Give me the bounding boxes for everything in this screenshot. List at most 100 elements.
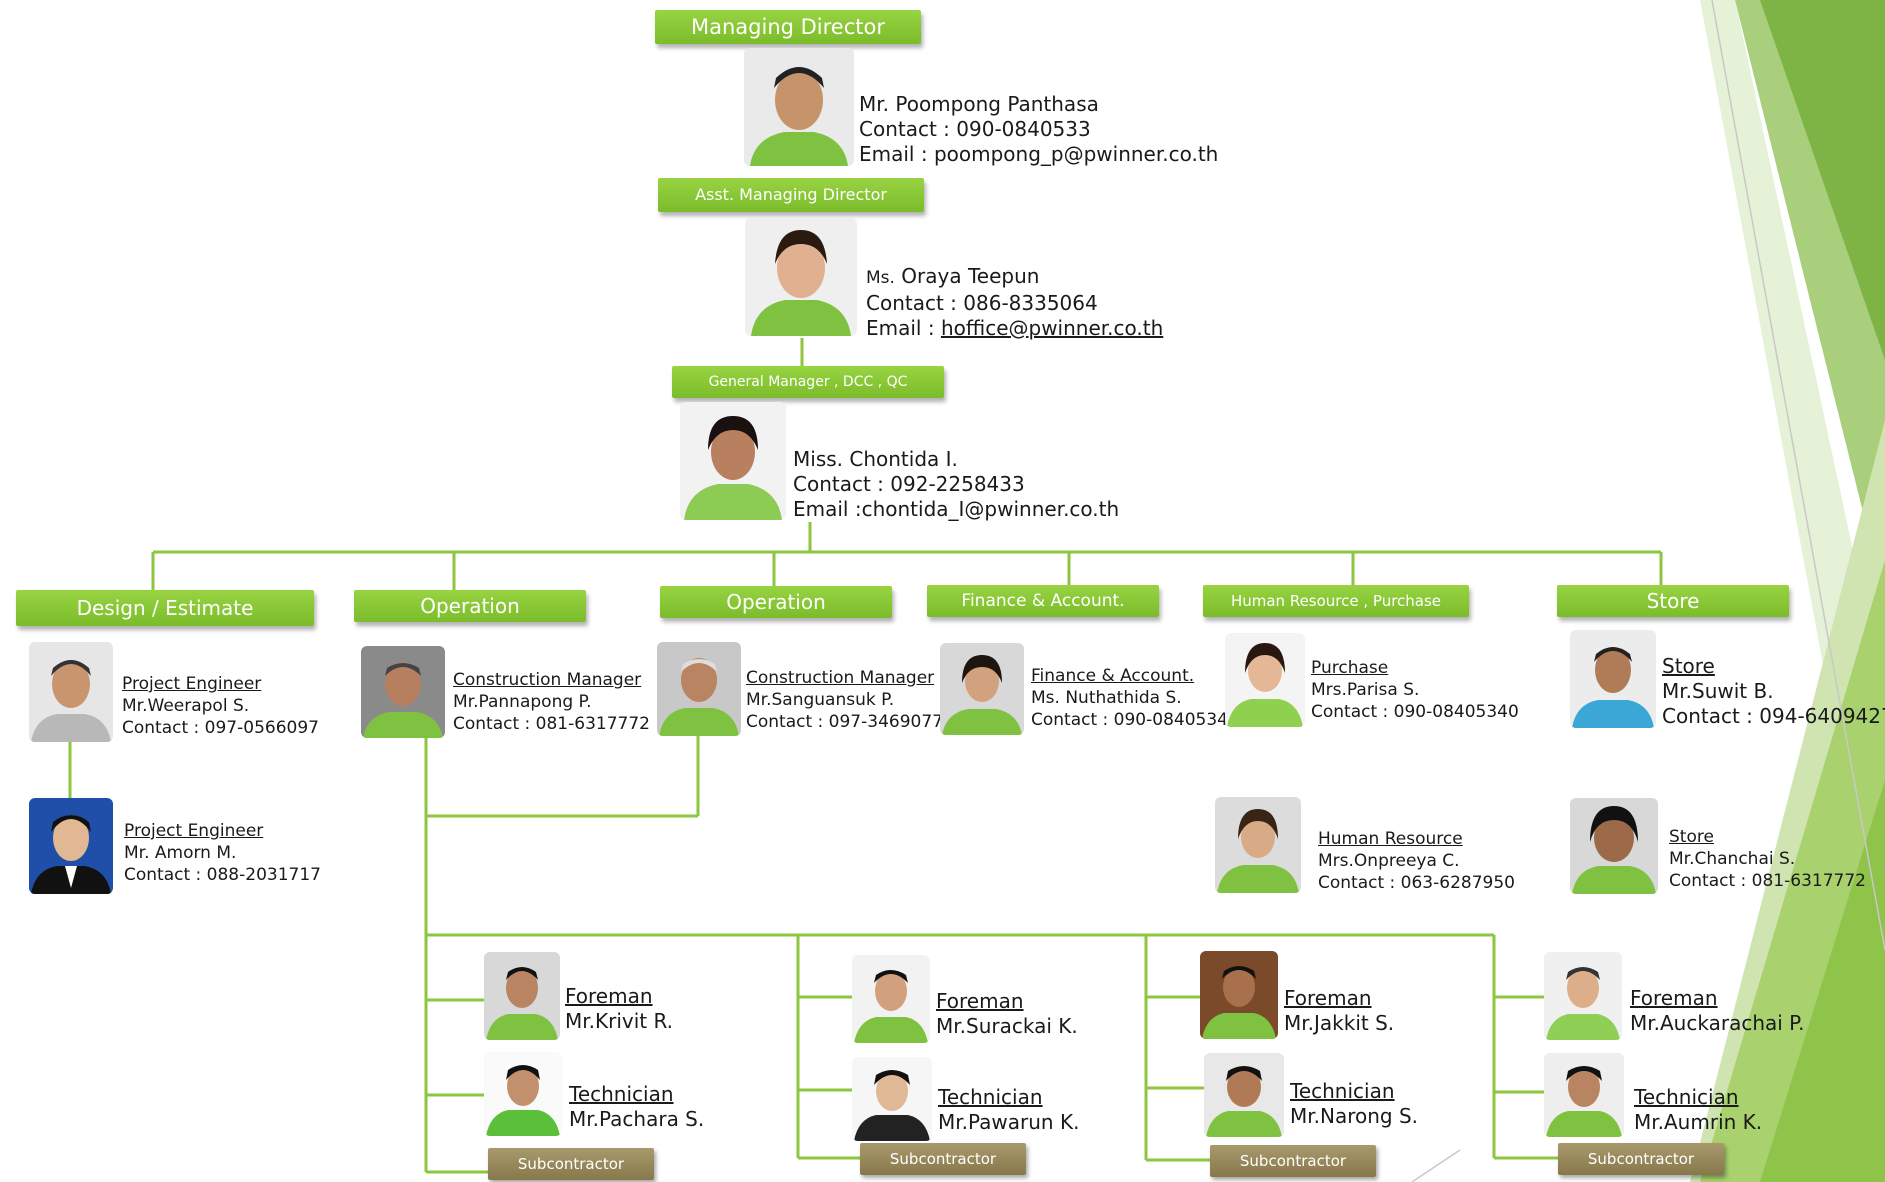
technician-name: Mr.Pawarun K. bbox=[938, 1110, 1080, 1134]
member-info: Construction Manager Mr.Pannapong P. Con… bbox=[453, 669, 650, 735]
member-info: Construction Manager Mr.Sanguansuk P. Co… bbox=[746, 667, 943, 733]
member-contact: Contact : 081-6317772 bbox=[453, 714, 650, 734]
member-info: Store Mr.Suwit B. Contact : 094-6409427 bbox=[1662, 654, 1885, 729]
contact-phone: Contact : 086-8335064 bbox=[866, 291, 1163, 316]
member-photo bbox=[1570, 630, 1656, 728]
member-info: Finance & Account. Ms. Nuthathida S. Con… bbox=[1031, 665, 1228, 731]
subcontractor-box: Subcontractor bbox=[1558, 1143, 1724, 1175]
member-role: Construction Manager bbox=[746, 668, 935, 688]
member-photo bbox=[29, 642, 113, 742]
team-technician-info: Technician Mr.Aumrin K. bbox=[1634, 1085, 1762, 1135]
foreman-name: Mr.Auckarachai P. bbox=[1630, 1011, 1805, 1035]
general-manager-info: Miss. Chontida I. Contact : 092-2258433 … bbox=[793, 447, 1119, 522]
member-role: Project Engineer bbox=[122, 674, 262, 694]
technician-role: Technician bbox=[938, 1085, 1043, 1109]
contact-email: Email :chontida_I@pwinner.co.th bbox=[793, 497, 1120, 521]
contact-email: Email : hoffice@pwinner.co.th bbox=[866, 316, 1164, 340]
email-link[interactable]: hoffice@pwinner.co.th bbox=[940, 316, 1164, 340]
dept-header-design-estimate: Design / Estimate bbox=[16, 590, 314, 626]
team-technician-info: Technician Mr.Pachara S. bbox=[569, 1082, 704, 1132]
member-role: Store bbox=[1669, 827, 1714, 847]
email-label: Email bbox=[866, 316, 922, 340]
member-name: Ms. Nuthathida S. bbox=[1031, 688, 1182, 708]
member-photo bbox=[484, 1052, 562, 1136]
foreman-role: Foreman bbox=[1284, 986, 1372, 1010]
subcontractor-box: Subcontractor bbox=[488, 1148, 654, 1180]
managing-director-photo bbox=[744, 48, 854, 166]
team-technician-info: Technician Mr.Pawarun K. bbox=[938, 1085, 1079, 1135]
member-info: Human Resource Mrs.Onpreeya C. Contact :… bbox=[1318, 828, 1515, 894]
member-photo bbox=[1544, 952, 1622, 1040]
member-contact: Contact : 088-2031717 bbox=[124, 865, 321, 885]
contact-phone: Contact : 092-2258433 bbox=[793, 472, 1025, 496]
name-prefix: Ms. bbox=[866, 268, 895, 288]
technician-name: Mr.Pachara S. bbox=[569, 1107, 705, 1131]
dept-header-store: Store bbox=[1557, 585, 1789, 617]
asst-managing-director-header: Asst. Managing Director bbox=[658, 178, 924, 212]
member-contact: Contact : 090-08405340 bbox=[1311, 702, 1519, 722]
asst-managing-director-info: Ms. Oraya Teepun Contact : 086-8335064 E… bbox=[866, 264, 1163, 341]
member-contact: Contact : 063-6287950 bbox=[1318, 873, 1515, 893]
foreman-role: Foreman bbox=[936, 989, 1024, 1013]
foreman-name: Mr.Krivit R. bbox=[565, 1009, 674, 1033]
contact-value: : 086-8335064 bbox=[943, 291, 1098, 315]
member-photo bbox=[657, 642, 741, 736]
member-name: Mrs.Onpreeya C. bbox=[1318, 851, 1460, 871]
asst-managing-director-photo bbox=[745, 218, 857, 336]
member-contact: Contact : 090-0840534 bbox=[1031, 710, 1228, 730]
member-name: Mr.Weerapol S. bbox=[122, 696, 250, 716]
foreman-role: Foreman bbox=[565, 984, 653, 1008]
member-photo bbox=[29, 798, 113, 894]
member-role: Store bbox=[1662, 654, 1715, 678]
member-contact: Contact : 097-3469077 bbox=[746, 712, 943, 732]
dept-header-finance: Finance & Account. bbox=[927, 585, 1159, 617]
member-photo bbox=[940, 643, 1024, 735]
member-name: Mr.Suwit B. bbox=[1662, 679, 1774, 703]
dept-header-operation-2: Operation bbox=[660, 586, 892, 618]
managing-director-header: Managing Director bbox=[655, 10, 921, 44]
member-info: Store Mr.Chanchai S. Contact : 081-63177… bbox=[1669, 826, 1866, 892]
general-manager-photo bbox=[680, 402, 786, 520]
contact-label: Contact bbox=[866, 291, 944, 315]
managing-director-info: Mr. Poompong Panthasa Contact : 090-0840… bbox=[859, 92, 1218, 167]
foreman-name: Mr.Jakkit S. bbox=[1284, 1011, 1395, 1035]
member-info: Project Engineer Mr.Weerapol S. Contact … bbox=[122, 673, 319, 739]
member-name: Mrs.Parisa S. bbox=[1311, 680, 1420, 700]
contact-email: Email : poompong_p@pwinner.co.th bbox=[859, 142, 1219, 166]
member-info: Project Engineer Mr. Amorn M. Contact : … bbox=[124, 820, 321, 886]
member-photo bbox=[852, 1057, 932, 1141]
subcontractor-box: Subcontractor bbox=[1210, 1145, 1376, 1177]
dept-header-hr-purchase: Human Resource , Purchase bbox=[1203, 585, 1469, 617]
subcontractor-box: Subcontractor bbox=[860, 1143, 1026, 1175]
team-foreman-info: Foreman Mr.Jakkit S. bbox=[1284, 986, 1394, 1036]
member-name: Mr.Chanchai S. bbox=[1669, 849, 1796, 869]
member-role: Purchase bbox=[1311, 658, 1389, 678]
member-name: Mr.Pannapong P. bbox=[453, 692, 592, 712]
person-name: Ms. Oraya Teepun bbox=[866, 264, 1163, 291]
technician-role: Technician bbox=[1290, 1079, 1395, 1103]
member-photo bbox=[1200, 951, 1278, 1039]
dept-header-operation-1: Operation bbox=[354, 590, 586, 622]
team-foreman-info: Foreman Mr.Auckarachai P. bbox=[1630, 986, 1804, 1036]
member-photo bbox=[1215, 797, 1301, 893]
contact-phone: Contact : 090-0840533 bbox=[859, 117, 1091, 141]
foreman-role: Foreman bbox=[1630, 986, 1718, 1010]
person-name: Mr. Poompong Panthasa bbox=[859, 92, 1099, 116]
team-technician-info: Technician Mr.Narong S. bbox=[1290, 1079, 1418, 1129]
member-name: Mr. Amorn M. bbox=[124, 843, 237, 863]
member-role: Construction Manager bbox=[453, 670, 642, 690]
foreman-name: Mr.Surackai K. bbox=[936, 1014, 1078, 1038]
technician-role: Technician bbox=[1634, 1085, 1739, 1109]
member-photo bbox=[1225, 633, 1305, 727]
name-text: Oraya Teepun bbox=[894, 264, 1040, 288]
member-contact: Contact : 081-6317772 bbox=[1669, 871, 1866, 891]
member-photo bbox=[1204, 1053, 1284, 1137]
member-photo bbox=[361, 646, 445, 738]
member-contact: Contact : 094-6409427 bbox=[1662, 704, 1885, 728]
member-role: Project Engineer bbox=[124, 821, 264, 841]
member-photo bbox=[852, 955, 930, 1043]
member-role: Finance & Account. bbox=[1031, 666, 1195, 686]
technician-role: Technician bbox=[569, 1082, 674, 1106]
